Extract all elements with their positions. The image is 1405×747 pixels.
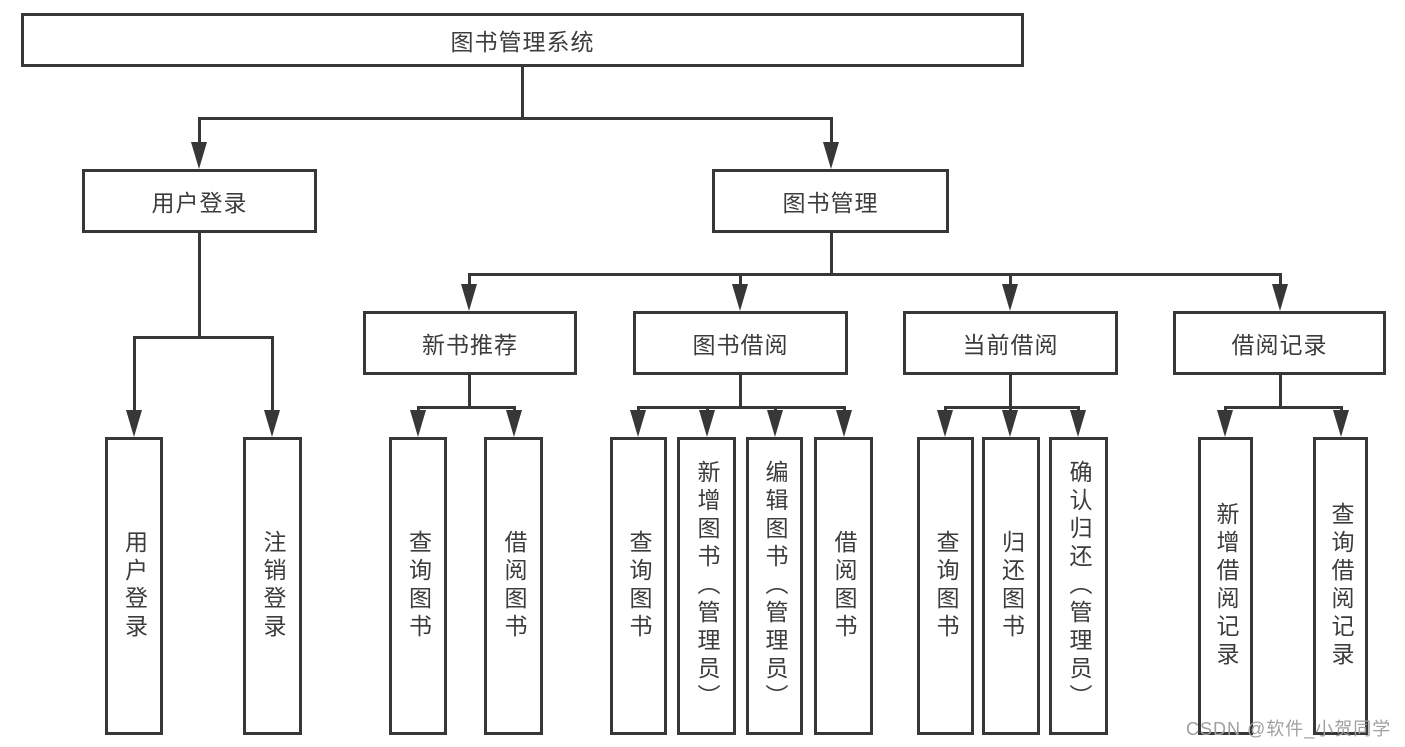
connector-bar — [637, 406, 846, 409]
arrow-down-icon — [1272, 284, 1288, 311]
node-leaf-borrow-book-1: 借阅图书 — [484, 437, 543, 735]
node-leaf-edit-book-admin: 编辑图书（管理员） — [746, 437, 803, 735]
node-book-borrow: 图书借阅 — [633, 311, 848, 375]
connector-stem — [1009, 375, 1012, 406]
connector-bar — [417, 406, 516, 409]
connector-level1-bar — [198, 117, 832, 120]
arrow-down-icon — [630, 410, 646, 437]
connector-bar — [1224, 406, 1343, 409]
connector-drop — [1009, 273, 1012, 287]
node-leaf-borrow-book-2: 借阅图书 — [814, 437, 873, 735]
arrow-down-icon — [1217, 410, 1233, 437]
connector-stem — [739, 375, 742, 406]
arrow-down-icon — [732, 284, 748, 311]
arrow-down-icon — [937, 410, 953, 437]
node-leaf-return-book: 归还图书 — [982, 437, 1040, 735]
arrow-down-icon — [461, 284, 477, 311]
node-leaf-query-book-2: 查询图书 — [610, 437, 667, 735]
connector-level3-bar — [468, 273, 1282, 276]
arrow-down-icon — [1002, 284, 1018, 311]
connector-drop — [830, 117, 833, 145]
node-leaf-query-borrow-record: 查询借阅记录 — [1313, 437, 1368, 735]
node-user-login: 用户登录 — [82, 169, 317, 233]
connector-drop — [271, 336, 274, 412]
node-library-management-system: 图书管理系统 — [21, 13, 1024, 67]
arrow-down-icon — [1002, 410, 1018, 437]
node-current-borrow: 当前借阅 — [903, 311, 1118, 375]
node-book-management: 图书管理 — [712, 169, 949, 233]
arrow-down-icon — [264, 410, 280, 437]
csdn-watermark: CSDN @软件_小贺同学 — [1186, 719, 1392, 739]
node-borrow-record: 借阅记录 — [1173, 311, 1386, 375]
connector-bar — [944, 406, 1080, 409]
connector-drop — [468, 273, 471, 287]
connector-root-stem — [521, 67, 524, 117]
node-leaf-add-borrow-record: 新增借阅记录 — [1198, 437, 1253, 735]
node-leaf-confirm-return-admin: 确认归还（管理员） — [1049, 437, 1108, 735]
connector-drop — [198, 117, 201, 145]
arrow-down-icon — [823, 142, 839, 169]
arrow-down-icon — [836, 410, 852, 437]
node-leaf-query-book-3: 查询图书 — [917, 437, 974, 735]
node-leaf-query-book-1: 查询图书 — [389, 437, 447, 735]
arrow-down-icon — [410, 410, 426, 437]
connector-login-bar — [133, 336, 273, 339]
arrow-down-icon — [191, 142, 207, 169]
connector-stem — [468, 375, 471, 406]
connector-drop — [1279, 273, 1282, 287]
arrow-down-icon — [506, 410, 522, 437]
arrow-down-icon — [767, 410, 783, 437]
connector-stem — [1279, 375, 1282, 406]
arrow-down-icon — [1333, 410, 1349, 437]
connector-drop — [739, 273, 742, 287]
node-leaf-add-book-admin: 新增图书（管理员） — [677, 437, 736, 735]
connector-drop — [133, 336, 136, 412]
connector-login-stem — [198, 233, 201, 336]
node-leaf-user-login: 用户登录 — [105, 437, 163, 735]
arrow-down-icon — [126, 410, 142, 437]
node-new-book-recommend: 新书推荐 — [363, 311, 577, 375]
arrow-down-icon — [699, 410, 715, 437]
node-leaf-logout: 注销登录 — [243, 437, 302, 735]
arrow-down-icon — [1070, 410, 1086, 437]
connector-mgmt-stem — [830, 233, 833, 275]
